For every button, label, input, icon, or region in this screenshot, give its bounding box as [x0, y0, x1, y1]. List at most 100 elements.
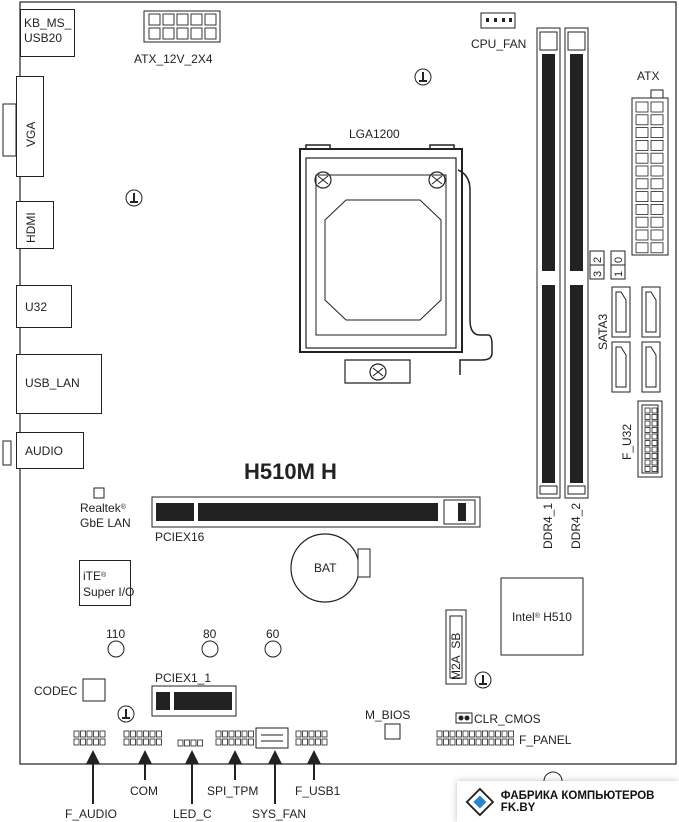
f-u32-label: F_U32: [620, 423, 634, 460]
pin: [308, 738, 315, 746]
pin: [80, 738, 86, 746]
pin: [443, 730, 449, 738]
kb-ms-usb20-port: [20, 9, 75, 57]
pin: [295, 730, 302, 738]
pin: [495, 730, 501, 738]
realtek-label: Realtek®: [80, 501, 126, 515]
pin: [644, 459, 651, 466]
pin: [130, 738, 136, 746]
pin: [93, 738, 99, 746]
pin: [228, 730, 235, 738]
pin: [184, 739, 190, 747]
f-usb1-label: F_USB1: [295, 784, 341, 798]
clr-cmos-label: CLR_CMOS: [474, 712, 541, 726]
pin: [635, 242, 649, 254]
pin: [235, 730, 241, 738]
pin: [156, 738, 162, 746]
pin: [443, 738, 449, 746]
sata-num-2: 2: [592, 256, 604, 263]
usb-lan-port: [16, 354, 102, 414]
pin: [644, 420, 651, 427]
pciex1-slot: [151, 685, 237, 717]
header-arrows: [86, 750, 321, 804]
ddr4-1-label: DDR4_1: [541, 502, 555, 549]
pin: [86, 730, 93, 738]
sata-num-1: 1: [613, 270, 625, 277]
mounting-holes: [117, 68, 492, 723]
pin: [635, 114, 649, 126]
pin: [449, 730, 456, 738]
pin: [302, 730, 308, 738]
pin: [436, 730, 443, 738]
rear-io: [2, 103, 17, 466]
atx-12v-label: ATX_12V_2X4: [134, 52, 213, 66]
pin: [228, 738, 235, 746]
led-c-label: LED_C: [173, 807, 212, 821]
pin: [651, 427, 658, 433]
pin: [475, 738, 482, 746]
audio-port: [16, 432, 84, 469]
reg-mark: ®: [101, 572, 107, 579]
pin: [149, 730, 156, 738]
pin: [650, 216, 664, 228]
pin: [650, 191, 664, 203]
watermark-text: ФАБРИКА КОМПЬЮТЕРОВ FK.BY: [500, 789, 655, 814]
ite-super-io-chip: [79, 560, 131, 606]
cpu-fan-label: CPU_FAN: [471, 37, 527, 51]
pin: [222, 738, 228, 746]
pin: [651, 446, 658, 453]
pin: [635, 229, 649, 241]
pin: [215, 730, 222, 738]
pin: [315, 730, 321, 738]
pin: [136, 730, 143, 738]
pin: [295, 738, 302, 746]
pin: [651, 414, 658, 420]
sata-number-grid: [589, 250, 626, 280]
pin: [482, 738, 488, 746]
pin: [73, 738, 80, 746]
pin: [241, 738, 248, 746]
sys-fan-header: [255, 727, 289, 749]
pin: [650, 242, 664, 254]
pin: [215, 738, 222, 746]
pin: [644, 446, 651, 453]
pin: [149, 738, 156, 746]
pin: [495, 738, 501, 746]
pin: [241, 730, 248, 738]
pin: [650, 127, 664, 138]
gbe-lan-label: GbE LAN: [80, 516, 131, 530]
f-panel-label: F_PANEL: [519, 733, 572, 747]
pin: [321, 730, 328, 738]
pin: [488, 730, 495, 738]
reg-mark: ®: [120, 504, 126, 511]
pin: [650, 229, 664, 241]
pin: [651, 433, 658, 440]
pin: [644, 466, 651, 472]
pin: [136, 738, 143, 746]
pin: [143, 730, 149, 738]
pin: [99, 738, 106, 746]
pin: [456, 738, 462, 746]
m-bios-label: M_BIOS: [365, 708, 411, 722]
pciex1-label: PCIEX1_1: [155, 671, 212, 685]
pin: [651, 466, 658, 472]
hdmi-port: [16, 201, 54, 249]
usb-lan-label: USB_LAN: [25, 376, 80, 390]
pin: [635, 139, 649, 151]
f-audio-label: F_AUDIO: [65, 807, 118, 821]
sata3-ports: [611, 286, 661, 393]
pciex16-label: PCIEX16: [155, 530, 205, 544]
dimm-slots: [536, 27, 589, 499]
pin: [248, 730, 254, 738]
pin: [449, 738, 456, 746]
hdmi-label: HDMI: [24, 212, 38, 243]
pin: [130, 730, 136, 738]
pin: [222, 730, 228, 738]
pin: [650, 165, 664, 177]
standoff-80-label: 80: [203, 627, 217, 641]
pin: [235, 738, 241, 746]
com-label: COM: [130, 784, 158, 798]
cpu-socket-lga1200: [299, 144, 493, 384]
